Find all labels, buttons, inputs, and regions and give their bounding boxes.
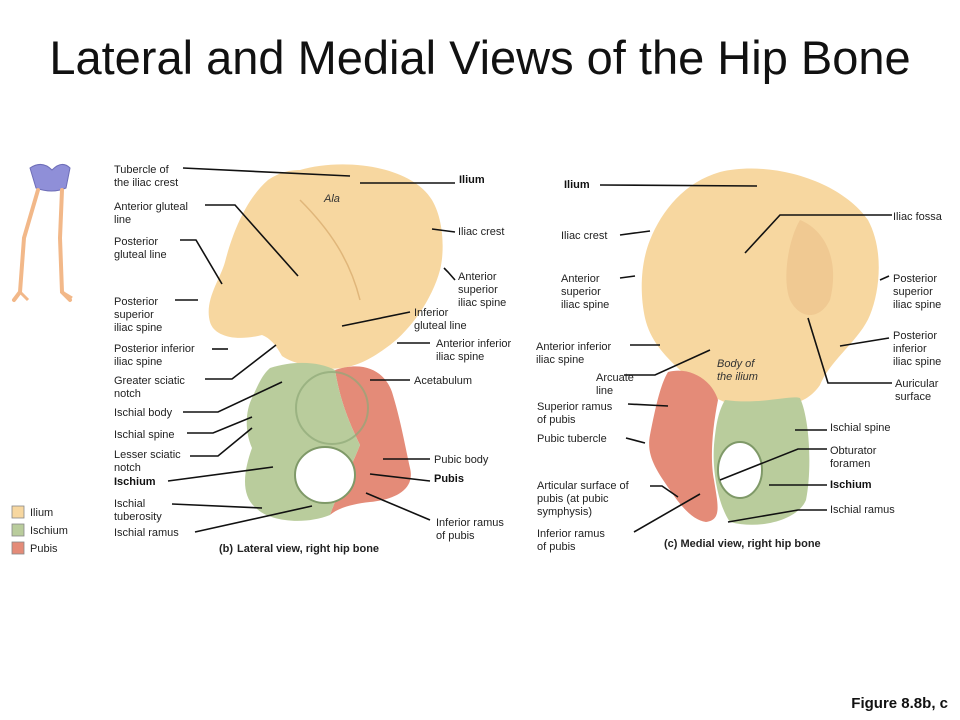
medial-caption: (c) Medial view, right hip bone	[664, 538, 821, 550]
skeleton-thumbnail	[12, 164, 73, 302]
legend-label-pubis: Pubis	[30, 543, 58, 555]
medial-leader-lines	[599, 184, 892, 533]
medial-obturator-foramen	[717, 441, 763, 499]
label-medial-ilium: Ilium	[564, 179, 590, 191]
label-pubic-tubercle: Pubic tubercle	[537, 433, 607, 445]
lateral-obturator-foramen	[294, 446, 356, 504]
label-iliac-fossa: Iliac fossa	[893, 211, 943, 223]
label-lateral-ischial-spine: Ischial spine	[114, 429, 175, 441]
label-medial-ischium: Ischium	[830, 479, 872, 491]
lateral-caption: (b)Lateral view, right hip bone	[219, 543, 379, 555]
legend-label-ilium: Ilium	[30, 507, 53, 519]
label-lateral-pubis: Pubis	[434, 473, 464, 485]
legend-swatch-pubis	[11, 541, 25, 555]
label-pubic-body: Pubic body	[434, 454, 489, 466]
label-acetabulum: Acetabulum	[414, 375, 472, 387]
label-lateral-iliac-crest: Iliac crest	[458, 226, 504, 238]
label-ischial-body: Ischial body	[114, 407, 173, 419]
label-ala: Ala	[323, 193, 340, 205]
legend-label-ischium: Ischium	[30, 525, 68, 537]
legend: Ilium Ischium Pubis	[11, 505, 68, 555]
label-medial-iliac-crest: Iliac crest	[561, 230, 607, 242]
lateral-acetabulum-rim	[295, 371, 369, 445]
label-lateral-ischial-ramus: Ischial ramus	[114, 527, 179, 539]
label-lateral-ilium: Ilium	[459, 174, 485, 186]
medial-pubis-region	[649, 370, 718, 522]
label-lateral-ischium: Ischium	[114, 476, 156, 488]
lateral-leader-lines	[167, 167, 456, 533]
medial-ilium-region	[641, 168, 879, 406]
legend-swatch-ischium	[11, 523, 25, 537]
figure-reference: Figure 8.8b, c	[851, 695, 948, 712]
legend-swatch-ilium	[11, 505, 25, 519]
medial-hip-bone	[641, 168, 879, 525]
lateral-ala-contour	[299, 199, 361, 301]
label-medial-ischial-spine: Ischial spine	[830, 422, 891, 434]
medial-auricular-surface	[786, 220, 834, 315]
label-medial-ischial-ramus: Ischial ramus	[830, 504, 895, 516]
slide-title: Lateral and Medial Views of the Hip Bone	[49, 31, 911, 84]
